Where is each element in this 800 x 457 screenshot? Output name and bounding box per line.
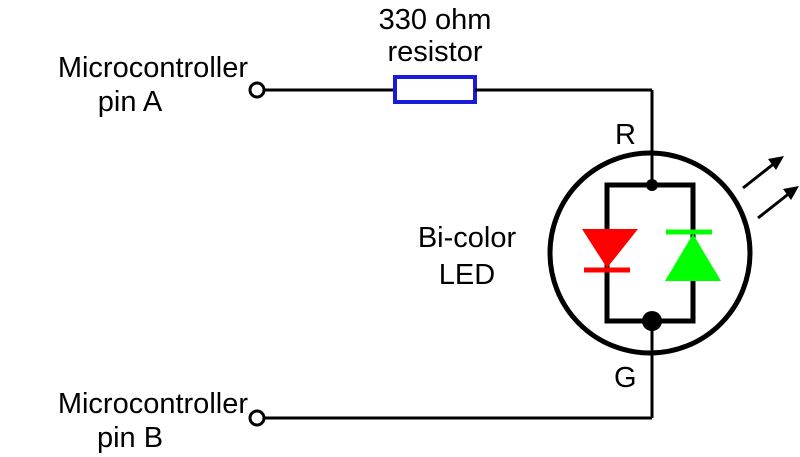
led-package xyxy=(547,150,753,356)
pin-a-label-line1: Microcontroller xyxy=(57,52,248,84)
pin-a-label-line2: pin A xyxy=(97,86,163,118)
pin-b-label-line1: Microcontroller xyxy=(57,388,248,420)
pin-a-terminal xyxy=(248,81,266,99)
resistor-label-line1: 330 ohm xyxy=(378,4,492,36)
pin-b-terminal xyxy=(248,409,266,427)
pin-b-label-line2: pin B xyxy=(96,422,164,454)
junction-top xyxy=(646,179,658,191)
light-arrows-icon xyxy=(742,156,799,220)
red-diode-icon xyxy=(582,229,638,273)
diode-loop xyxy=(604,182,696,324)
terminal-r-label: R xyxy=(615,119,636,151)
terminal-g-label: G xyxy=(614,362,637,394)
green-diode-icon xyxy=(665,229,721,281)
resistor-label-line2: resistor xyxy=(387,36,483,68)
led-label-line1: Bi-color xyxy=(417,222,517,254)
resistor xyxy=(393,75,477,104)
led-label-line2: LED xyxy=(438,259,496,291)
